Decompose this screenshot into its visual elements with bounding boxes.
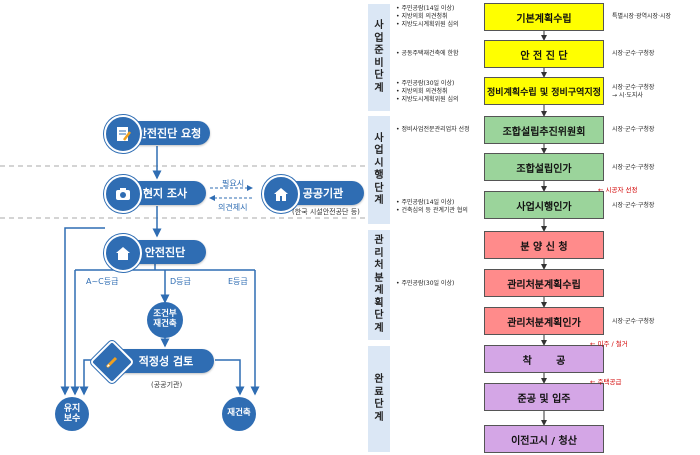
diagnosis-label: 안전진단	[144, 246, 186, 259]
step-construction-start: 착 공	[484, 345, 604, 373]
review-node: 적정성 검토	[89, 339, 214, 385]
review-sub-label: (공공기관)	[151, 381, 183, 389]
building-icon	[262, 175, 300, 213]
grade-d-label: D등급	[170, 277, 191, 286]
request-label: 안전진단 요청	[136, 127, 202, 140]
left-flow-connectors	[0, 146, 365, 396]
step-basic-plan: 기본계획수립	[484, 3, 604, 31]
grade-e-label: E등급	[228, 277, 248, 286]
grade-ac-label: A~C등급	[86, 277, 119, 286]
auth-management-approval: 시장·군수·구청장	[612, 318, 655, 325]
step-zone-designation: 정비계획수립 및 정비구역지정	[484, 77, 604, 105]
request-node: 안전진단 요청	[104, 115, 210, 153]
diagnosis-node: 안전진단	[104, 234, 206, 272]
phase-preparation: 사업준비단계	[368, 4, 390, 111]
phase-management: 관리처분계획단계	[368, 230, 390, 340]
notes-basic-plan: 주민공람(14일 이상)지방의회 의견청취지방도시계획위원 심의	[396, 5, 458, 29]
notes-project-approval: 주민공람(14일 이상)건축심의 등 관계기관 협의	[396, 199, 467, 215]
auth-zone-designation: 시장·군수·구청장→ 시·도지사	[612, 84, 655, 99]
step-safety-diagnosis: 안 전 진 단	[484, 40, 604, 68]
opinion-arrow-label: 의견제시	[218, 203, 248, 212]
auth-safety-diagnosis: 시장·군수·구청장	[612, 50, 655, 57]
document-pen-icon	[104, 115, 142, 153]
agency-label: 공공기관	[302, 187, 344, 200]
step-transfer-settlement: 이전고시 / 청산	[484, 425, 604, 453]
note-relocation: ← 이주 / 철거	[590, 340, 628, 348]
pencil-icon	[89, 339, 135, 385]
notes-management-plan: 주민공람(30일 이상)	[396, 280, 454, 288]
house-icon	[104, 234, 142, 272]
survey-label: 현지 조사	[142, 187, 188, 200]
step-management-plan: 관리처분계획수립	[484, 269, 604, 297]
step-project-approval: 사업시행인가	[484, 191, 604, 219]
phase-completion: 완료단계	[368, 346, 390, 452]
notes-zone-designation: 주민공람(30일 이상)지방의회 의견청취지방도시계획위원 심의	[396, 80, 458, 104]
agency-sub-label: (한국 시설안전공단 등)	[292, 208, 360, 216]
agency-node: 공공기관	[262, 175, 364, 213]
step-committee: 조합설립추진위원회	[484, 116, 604, 144]
auth-association-approval: 시장·군수·구청장	[612, 164, 655, 171]
survey-node: 현지 조사	[104, 175, 206, 213]
request-arrow-label: 필요시	[222, 179, 245, 188]
process-arrows	[541, 31, 547, 426]
conditional-rebuild-node: 조건부 재건축	[147, 302, 183, 338]
rebuild-node: 재건축	[222, 397, 256, 431]
note-housing: ← 주택공급	[590, 378, 622, 386]
review-label: 적정성 검토	[138, 355, 194, 368]
step-management-approval: 관리처분계획인가	[484, 307, 604, 335]
notes-safety-diagnosis: 공동주택재건축에 한함	[396, 50, 458, 58]
auth-basic-plan: 특별시장·광역시장·시장	[612, 13, 672, 20]
auth-project-approval: 시장·군수·구청장	[612, 202, 655, 209]
step-association-approval: 조합설립인가	[484, 153, 604, 181]
auth-committee: 시장·군수·구청장	[612, 126, 655, 133]
note-contractor: ← 시공자 선정	[598, 186, 638, 194]
notes-committee: 정비사업전문관리업자 선정	[396, 126, 469, 134]
step-completion-move-in: 준공 및 입주	[484, 383, 604, 411]
step-sale-application: 분 양 신 청	[484, 231, 604, 259]
phase-implementation: 사업시행단계	[368, 116, 390, 224]
maintenance-node: 유지 보수	[55, 397, 89, 431]
camera-icon	[104, 175, 142, 213]
